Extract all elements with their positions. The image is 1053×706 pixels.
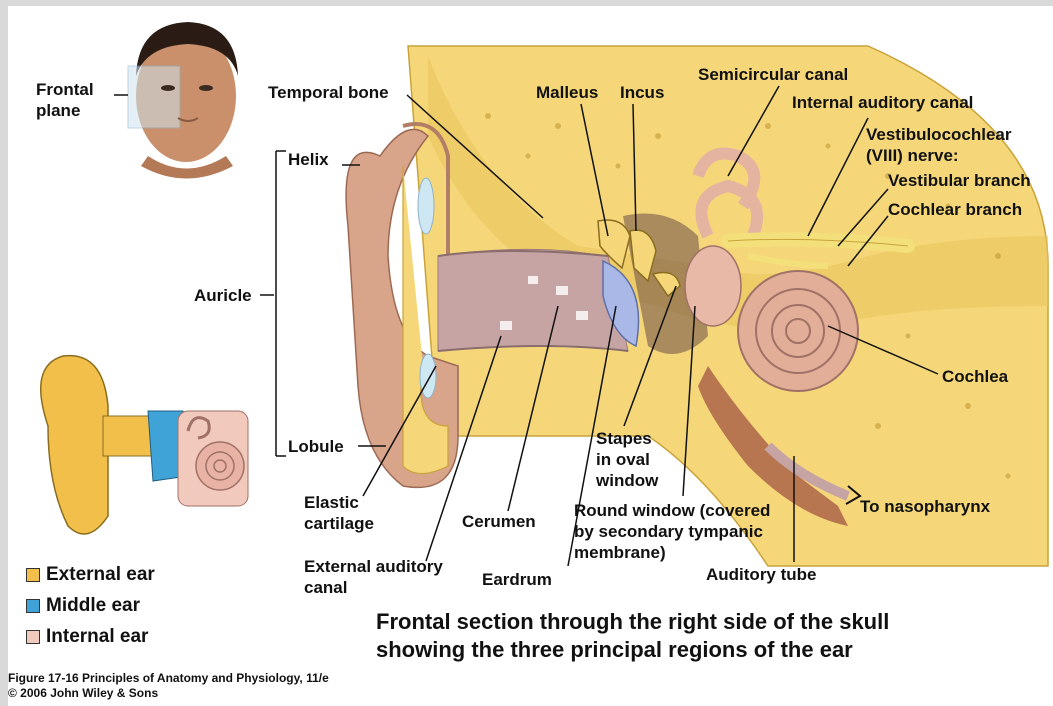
label-vestibular-branch: Vestibular branch — [888, 170, 1031, 191]
legend: External ear Middle ear Internal ear — [26, 559, 155, 652]
label-eardrum: Eardrum — [482, 569, 552, 590]
label-round-window: Round window (covered by secondary tympa… — [574, 500, 770, 563]
label-malleus: Malleus — [536, 82, 598, 103]
label-auricle: Auricle — [194, 285, 252, 306]
label-internal-auditory-canal: Internal auditory canal — [792, 92, 973, 113]
figure-caption: Frontal section through the right side o… — [376, 608, 889, 664]
caption-line-2: showing the three principal regions of t… — [376, 636, 889, 664]
legend-item-external-ear: External ear — [26, 559, 155, 590]
label-semicircular-canal: Semicircular canal — [698, 64, 848, 85]
figure-frame: Frontal plane Temporal bone Malleus Incu… — [8, 6, 1053, 706]
label-lobule: Lobule — [288, 436, 344, 457]
label-elastic-cartilage: Elastic cartilage — [304, 492, 374, 534]
legend-swatch-external-ear — [26, 568, 40, 582]
ear-inset-diagram — [41, 356, 248, 534]
label-vestibulocochlear-nerve: Vestibulocochlear (VIII) nerve: — [866, 124, 1012, 166]
label-auditory-tube: Auditory tube — [706, 564, 817, 585]
label-cochlear-branch: Cochlear branch — [888, 199, 1022, 220]
label-helix: Helix — [288, 149, 329, 170]
label-incus: Incus — [620, 82, 664, 103]
caption-line-1: Frontal section through the right side o… — [376, 608, 889, 636]
label-external-auditory-canal: External auditory canal — [304, 556, 443, 598]
label-cerumen: Cerumen — [462, 511, 536, 532]
credit-line-1: Figure 17-16 Principles of Anatomy and P… — [8, 671, 329, 686]
legend-swatch-middle-ear — [26, 599, 40, 613]
head-thumbnail — [128, 22, 238, 179]
legend-label: External ear — [46, 564, 155, 586]
external-auditory-canal — [438, 249, 628, 351]
label-to-nasopharynx: To nasopharynx — [860, 496, 990, 517]
label-stapes: Stapes in oval window — [596, 428, 658, 491]
credit-line-2: © 2006 John Wiley & Sons — [8, 686, 329, 701]
legend-label: Internal ear — [46, 626, 148, 648]
legend-label: Middle ear — [46, 595, 140, 617]
label-cochlea: Cochlea — [942, 366, 1008, 387]
figure-credit: Figure 17-16 Principles of Anatomy and P… — [8, 671, 329, 701]
label-temporal-bone: Temporal bone — [268, 82, 389, 103]
legend-item-internal-ear: Internal ear — [26, 621, 155, 652]
label-frontal-plane: Frontal plane — [36, 79, 94, 121]
legend-item-middle-ear: Middle ear — [26, 590, 155, 621]
legend-swatch-internal-ear — [26, 630, 40, 644]
